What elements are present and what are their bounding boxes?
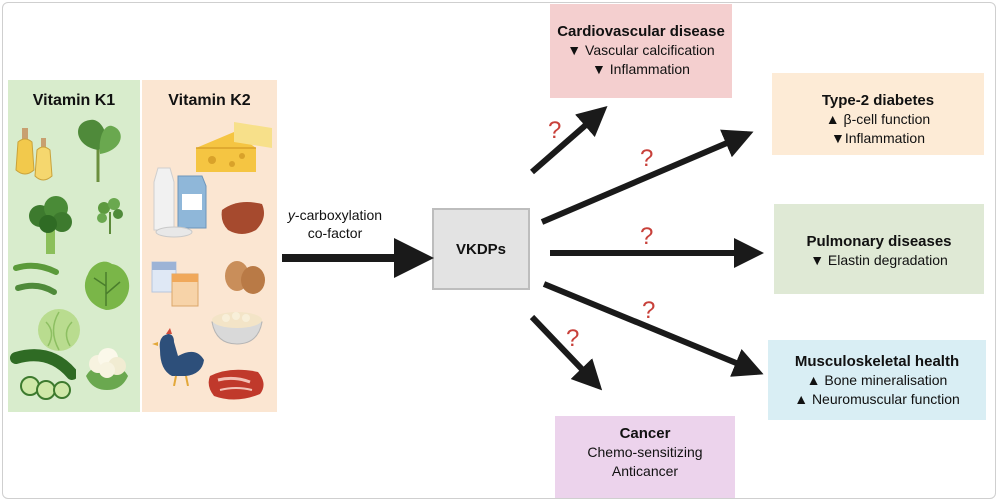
cabbage-icon xyxy=(38,309,80,351)
question-mark-pulmonary: ? xyxy=(640,223,653,250)
eggs-icon xyxy=(225,261,265,294)
steak-icon xyxy=(208,369,264,400)
cofactor-line2: co-factor xyxy=(307,225,363,241)
diabetes-box: Type-2 diabetes ▲ β-cell function ▼Infla… xyxy=(772,73,984,155)
chicken-icon xyxy=(152,328,204,386)
cauliflower-icon xyxy=(86,348,128,390)
cancer-line-2: Anticancer xyxy=(611,463,679,479)
cancer-title: Cancer xyxy=(619,425,671,442)
cofactor-label: y-carboxylation co-factor xyxy=(280,206,390,242)
vitamin-k2-title: Vitamin K2 xyxy=(168,92,251,109)
arrow-to-cancer xyxy=(529,314,603,391)
cheese-icon xyxy=(196,122,272,172)
diabetes-title: Type-2 diabetes xyxy=(821,92,935,109)
vkdps-box: VKDPs xyxy=(432,208,530,290)
vitamin-k1-title: Vitamin K1 xyxy=(32,92,116,109)
milk-icon xyxy=(153,167,207,238)
cardiovascular-title: Cardiovascular disease xyxy=(557,23,725,40)
beans-bowl-icon xyxy=(211,312,263,345)
cofactor-line1: -carboxylation xyxy=(294,207,383,223)
oil-bottles-icon xyxy=(15,128,53,181)
musculoskeletal-line-1: ▲ Bone mineralisation xyxy=(806,372,948,388)
musculoskeletal-box: Musculoskeletal health ▲ Bone mineralisa… xyxy=(768,340,986,420)
green-beans-icon xyxy=(13,262,59,295)
liver-icon xyxy=(221,202,264,234)
question-mark-diabetes: ? xyxy=(640,145,653,172)
cancer-line-1: Chemo-sensitizing xyxy=(587,444,703,460)
broccoli-icon xyxy=(29,196,72,254)
cofactor-gamma: y xyxy=(287,207,295,223)
musculoskeletal-title: Musculoskeletal health xyxy=(794,353,960,370)
musculoskeletal-line-2: ▲ Neuromuscular function xyxy=(794,391,960,407)
pulmonary-line-1: ▼ Elastin degradation xyxy=(810,252,948,268)
vkdps-label: VKDPs xyxy=(455,240,507,258)
arrow-to-diabetes xyxy=(540,129,754,225)
diabetes-line-2: ▼Inflammation xyxy=(830,130,925,146)
vitamin-k2-panel: Vitamin K2 xyxy=(142,80,277,412)
arrow-to-cardiovascular xyxy=(530,106,608,175)
question-mark-cancer: ? xyxy=(566,325,579,352)
cardiovascular-line-1: ▼ Vascular calcification xyxy=(567,42,715,58)
spinach-icon xyxy=(78,119,121,182)
lettuce-icon xyxy=(84,261,130,310)
cardiovascular-box: Cardiovascular disease ▼ Vascular calcif… xyxy=(550,4,732,98)
cancer-box: Cancer Chemo-sensitizing Anticancer xyxy=(555,416,735,498)
arrow-to-musculoskeletal xyxy=(542,281,764,377)
question-mark-cardiovascular: ? xyxy=(548,117,561,144)
pulmonary-title: Pulmonary diseases xyxy=(806,233,952,250)
yogurt-icon xyxy=(151,261,199,307)
cardiovascular-line-2: ▼ Inflammation xyxy=(592,61,690,77)
vitamin-k1-panel: Vitamin K1 xyxy=(8,80,140,412)
cucumber-icon xyxy=(10,349,76,400)
question-mark-musculoskeletal: ? xyxy=(642,297,655,324)
pulmonary-box: Pulmonary diseases ▼ Elastin degradation xyxy=(774,204,984,294)
parsley-icon xyxy=(97,198,123,234)
diabetes-line-1: ▲ β-cell function xyxy=(825,111,931,127)
